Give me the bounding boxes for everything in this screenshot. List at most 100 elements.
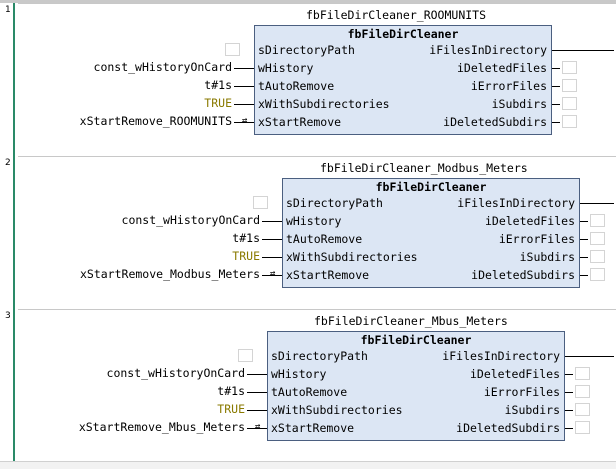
output-wire	[565, 428, 573, 429]
output-wire	[552, 86, 560, 87]
output-wire	[580, 203, 614, 204]
input-pin[interactable]: xStartRemove	[271, 421, 355, 435]
input-pin[interactable]: tAutoRemove	[258, 79, 335, 93]
editor-top-border	[0, 0, 616, 3]
input-argument[interactable]: t#1s	[232, 231, 260, 245]
input-pin[interactable]: xStartRemove	[258, 115, 342, 129]
output-pin[interactable]: iFilesInDirectory	[457, 196, 575, 210]
input-pin[interactable]: xStartRemove	[286, 268, 370, 282]
fb-type-name: fbFileDirCleaner	[375, 180, 487, 194]
input-pin[interactable]: wHistory	[258, 61, 314, 75]
input-wire	[247, 374, 267, 375]
input-argument[interactable]: xStartRemove_Modbus_Meters	[79, 267, 260, 281]
input-argument[interactable]: TRUE	[232, 249, 260, 263]
network-number: 2	[5, 158, 11, 168]
fb-type-name: fbFileDirCleaner	[347, 27, 459, 41]
empty-output-slot[interactable]	[590, 250, 605, 263]
empty-output-slot[interactable]	[575, 385, 590, 398]
output-pin[interactable]: iErrorFiles	[498, 232, 575, 246]
output-pin[interactable]: iDeletedFiles	[484, 214, 575, 228]
output-wire	[580, 221, 588, 222]
output-pin[interactable]: iFilesInDirectory	[442, 349, 560, 363]
fb-instance-name[interactable]: fbFileDirCleaner_Modbus_Meters	[320, 161, 528, 175]
output-wire	[552, 104, 560, 105]
input-argument[interactable]: const_wHistoryOnCard	[93, 60, 232, 74]
network-number: 3	[5, 311, 11, 321]
input-pin[interactable]: xWithSubdirectories	[258, 97, 390, 111]
input-argument[interactable]: t#1s	[217, 384, 245, 398]
empty-output-slot[interactable]	[562, 61, 577, 74]
function-block[interactable]: fbFileDirCleaner sDirectoryPath wHistory tA…	[254, 25, 552, 135]
input-pin[interactable]: sDirectoryPath	[258, 43, 355, 57]
output-pin[interactable]: iDeletedSubdirs	[443, 115, 547, 129]
empty-output-slot[interactable]	[575, 403, 590, 416]
input-wire	[247, 428, 267, 429]
output-pin[interactable]: iErrorFiles	[483, 385, 560, 399]
input-argument[interactable]: TRUE	[217, 402, 245, 416]
input-wire	[234, 86, 254, 87]
network-number: 1	[5, 5, 11, 15]
empty-output-slot[interactable]	[590, 214, 605, 227]
function-block[interactable]: fbFileDirCleaner sDirectoryPath wHistory tA…	[282, 178, 580, 288]
output-wire	[580, 275, 588, 276]
output-pin[interactable]: iDeletedFiles	[469, 367, 560, 381]
input-wire	[262, 257, 282, 258]
output-wire	[580, 257, 588, 258]
output-pin[interactable]: iDeletedFiles	[456, 61, 547, 75]
output-pin[interactable]: iSubdirs	[504, 403, 560, 417]
input-pin[interactable]: tAutoRemove	[286, 232, 363, 246]
output-wire	[580, 239, 588, 240]
output-pin[interactable]: iErrorFiles	[470, 79, 547, 93]
input-argument[interactable]: TRUE	[204, 96, 232, 110]
input-wire	[234, 122, 254, 123]
input-pin[interactable]: sDirectoryPath	[271, 349, 368, 363]
network-3[interactable]: 3 fbFileDirCleaner_Mbus_Meters fbFileDirCl…	[0, 309, 616, 461]
horizontal-scrollbar[interactable]	[0, 461, 616, 469]
output-wire	[552, 68, 560, 69]
network-separator	[18, 3, 616, 4]
empty-output-slot[interactable]	[562, 79, 577, 92]
fb-instance-name[interactable]: fbFileDirCleaner_Mbus_Meters	[314, 314, 508, 328]
empty-output-slot[interactable]	[562, 97, 577, 110]
output-pin[interactable]: iDeletedSubdirs	[456, 421, 560, 435]
empty-output-slot[interactable]	[575, 367, 590, 380]
input-wire	[247, 392, 267, 393]
output-pin[interactable]: iSubdirs	[491, 97, 547, 111]
rising-edge-icon: ⇄	[255, 422, 261, 432]
rising-edge-icon: ⇄	[270, 269, 276, 279]
input-argument[interactable]: t#1s	[204, 78, 232, 92]
input-argument[interactable]: xStartRemove_Mbus_Meters	[78, 420, 245, 434]
input-pin[interactable]: wHistory	[271, 367, 327, 381]
empty-output-slot[interactable]	[590, 268, 605, 281]
fb-instance-name[interactable]: fbFileDirCleaner_ROOMUNITS	[306, 8, 487, 22]
input-argument[interactable]: const_wHistoryOnCard	[121, 213, 260, 227]
function-block[interactable]: fbFileDirCleaner sDirectoryPath wHistory tA…	[267, 331, 565, 441]
input-argument[interactable]: xStartRemove_ROOMUNITS	[79, 114, 232, 128]
rising-edge-icon: ⇄	[242, 116, 248, 126]
empty-input-slot[interactable]	[238, 349, 253, 362]
input-pin[interactable]: xWithSubdirectories	[286, 250, 418, 264]
output-pin[interactable]: iFilesInDirectory	[429, 43, 547, 57]
empty-output-slot[interactable]	[562, 115, 577, 128]
empty-input-slot[interactable]	[253, 196, 268, 209]
output-wire	[565, 374, 573, 375]
empty-input-slot[interactable]	[225, 43, 240, 56]
empty-output-slot[interactable]	[575, 421, 590, 434]
input-pin[interactable]: sDirectoryPath	[286, 196, 383, 210]
fb-type-name: fbFileDirCleaner	[360, 333, 472, 347]
output-wire	[552, 122, 560, 123]
network-gutter	[13, 3, 15, 464]
input-pin[interactable]: wHistory	[286, 214, 342, 228]
input-wire	[262, 239, 282, 240]
network-separator	[18, 309, 616, 310]
network-2[interactable]: 2 fbFileDirCleaner_Modbus_Meters fbFileDir…	[0, 156, 616, 308]
network-1[interactable]: 1 fbFileDirCleaner_ROOMUNITS fbFileDirClea…	[0, 3, 616, 155]
output-pin[interactable]: iSubdirs	[519, 250, 575, 264]
input-argument[interactable]: const_wHistoryOnCard	[106, 366, 245, 380]
input-wire	[262, 221, 282, 222]
output-pin[interactable]: iDeletedSubdirs	[471, 268, 575, 282]
empty-output-slot[interactable]	[590, 232, 605, 245]
input-pin[interactable]: xWithSubdirectories	[271, 403, 403, 417]
input-pin[interactable]: tAutoRemove	[271, 385, 348, 399]
network-separator	[18, 156, 616, 157]
